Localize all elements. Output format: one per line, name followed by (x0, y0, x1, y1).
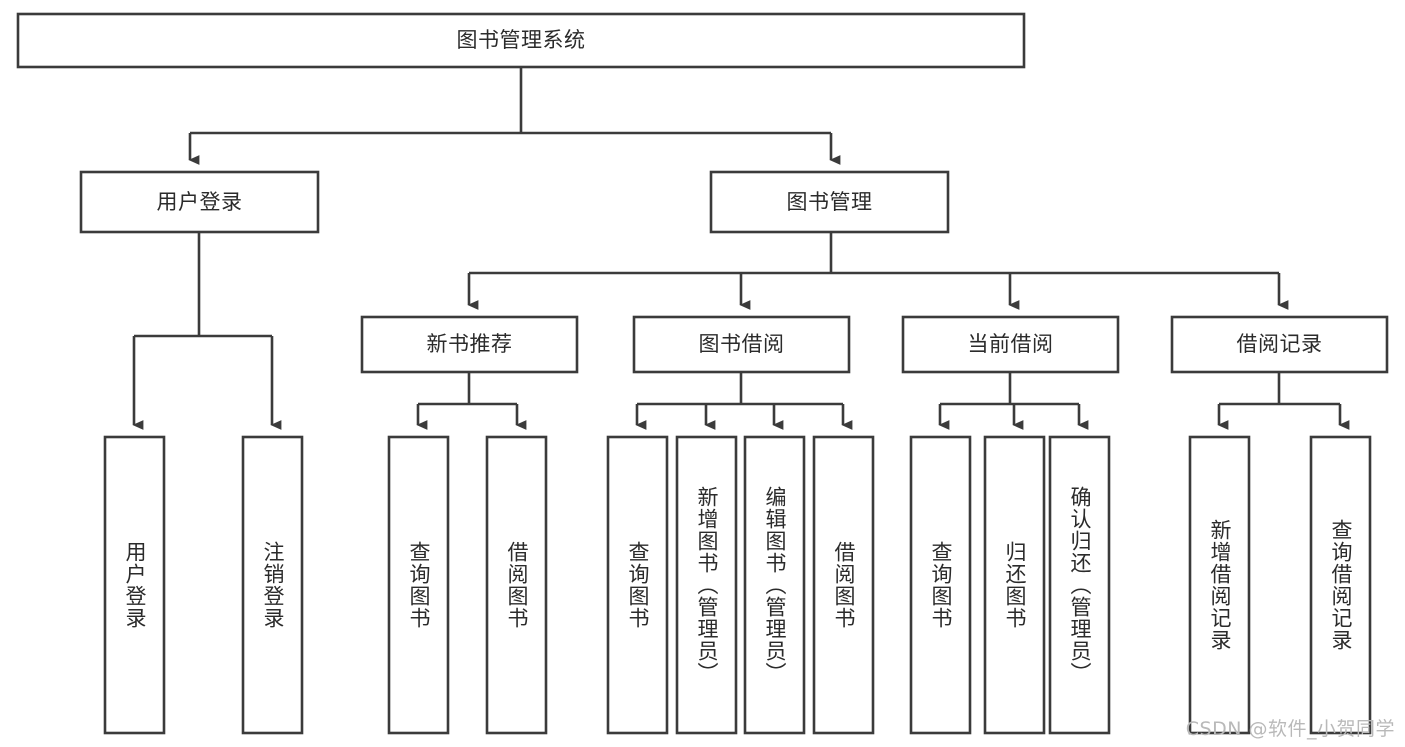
node-book-manage-box[interactable] (709, 170, 950, 234)
node-user-login-box[interactable] (79, 170, 320, 234)
leaf-query-book-3-box[interactable] (909, 435, 972, 735)
node-root-box[interactable] (16, 12, 1026, 69)
leaf-query-book-2-box[interactable] (606, 435, 669, 735)
leaf-borrow-book-1-box[interactable] (485, 435, 548, 735)
leaf-add-book-box[interactable] (675, 435, 738, 735)
leaf-borrow-book-2-box[interactable] (812, 435, 875, 735)
leaf-logout-login-box[interactable] (241, 435, 304, 735)
leaf-query-record-box[interactable] (1309, 435, 1372, 735)
leaf-query-book-1-box[interactable] (387, 435, 450, 735)
node-current-borrow-box[interactable] (901, 315, 1120, 374)
leaf-return-book-box[interactable] (983, 435, 1046, 735)
node-borrow-record-box[interactable] (1170, 315, 1389, 374)
leaf-add-record-box[interactable] (1188, 435, 1251, 735)
node-book-borrow-box[interactable] (632, 315, 851, 374)
node-new-book-recommend-box[interactable] (360, 315, 579, 374)
leaf-user-login-box[interactable] (103, 435, 166, 735)
csdn-watermark: CSDN @软件_小贺同学 (1185, 718, 1395, 740)
leaf-edit-book-box[interactable] (743, 435, 806, 735)
leaf-confirm-return-box[interactable] (1048, 435, 1111, 735)
